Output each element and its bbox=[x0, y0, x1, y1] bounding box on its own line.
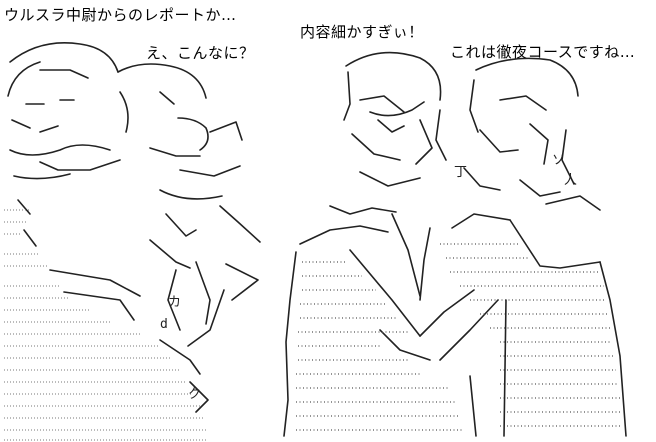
caption-top-left: ウルスラ中尉からのレポートか… bbox=[4, 6, 237, 24]
caption-right: これは徹夜コースですね… bbox=[450, 43, 636, 61]
svg-text:人: 人 bbox=[564, 173, 577, 188]
svg-text:丁: 丁 bbox=[454, 165, 467, 180]
svg-text:カ: カ bbox=[168, 295, 181, 310]
svg-text:ソ: ソ bbox=[552, 153, 565, 168]
caption-center: 内容細かすぎぃ！ bbox=[300, 23, 424, 41]
right-figures: 丁 ソ 人 bbox=[283, 51, 627, 437]
caption-center-left: え、こんなに？ bbox=[146, 44, 255, 62]
svg-text:d: d bbox=[160, 317, 168, 332]
shirt-dots-right bbox=[296, 243, 622, 431]
paper-stack-left bbox=[4, 209, 206, 441]
left-figures: カ d ク bbox=[4, 42, 261, 441]
svg-text:ク: ク bbox=[188, 387, 201, 402]
